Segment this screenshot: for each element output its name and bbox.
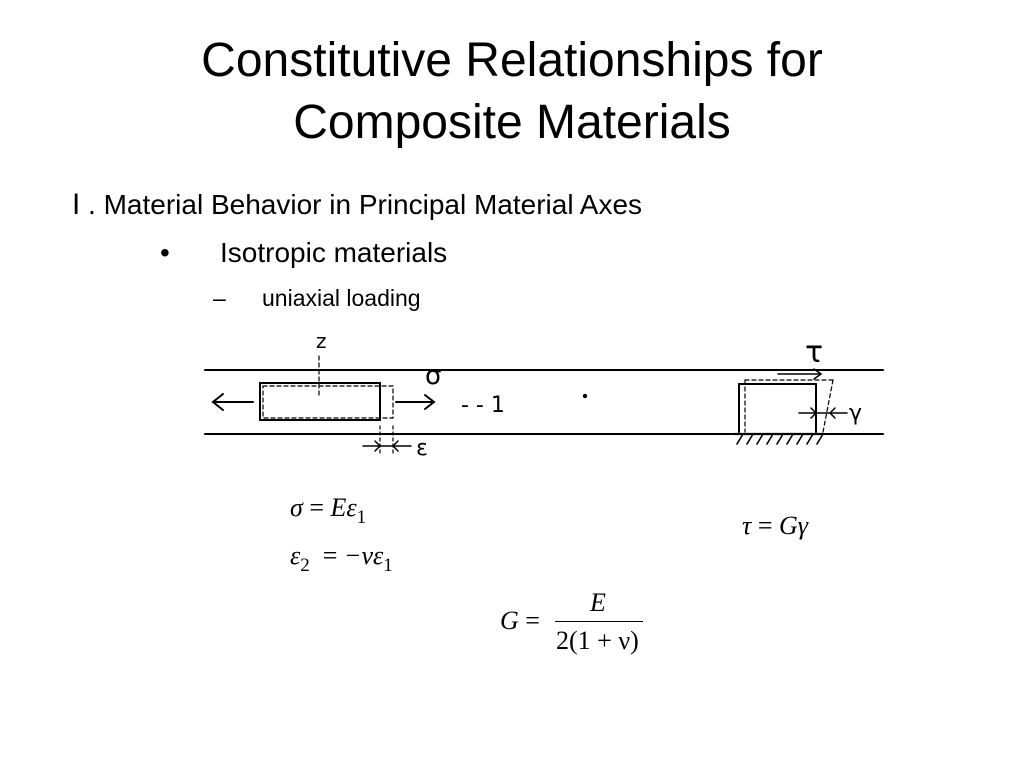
outline-level-2: • Isotropic materials — [160, 237, 447, 269]
title-line-1: Constitutive Relationships for — [201, 34, 823, 87]
equation-shear-modulus: G = E 2(1 + ν) — [500, 588, 660, 668]
sheared-edge — [822, 379, 834, 433]
right-arrow-icon — [424, 394, 436, 410]
tau-arrow-icon — [813, 368, 823, 380]
bullet-dot: • — [160, 237, 170, 268]
deformed-element-box — [262, 385, 394, 419]
tau-label: τ — [805, 335, 823, 370]
axis-1-label: - - 1 — [461, 393, 505, 418]
title-line-2: Composite Materials — [293, 96, 731, 149]
slide-title: Constitutive Relationships for Composite… — [0, 30, 1024, 154]
epsilon-label: ε — [416, 436, 428, 461]
eq4-numerator: E — [590, 588, 606, 617]
ground-hatch — [736, 433, 824, 445]
outline-level-2-text: Isotropic materials — [220, 237, 448, 268]
eq4-lhs: G = — [500, 606, 540, 635]
outline-level-1: Ⅰ . Material Behavior in Principal Mater… — [72, 189, 643, 220]
loading-sketch: z σ - - 1 ε τ γ — [204, 329, 884, 461]
outline-level-3-text: uniaxial loading — [262, 285, 421, 311]
left-arrow-icon — [211, 393, 224, 411]
sigma-label: σ — [425, 361, 441, 391]
equation-shear: τ = Gγ — [742, 511, 809, 540]
bullet-dash: – — [213, 285, 226, 311]
eq4-fraction-bar — [555, 621, 643, 622]
outline-level-3: – uniaxial loading — [213, 285, 421, 312]
z-axis-label: z — [316, 329, 327, 353]
equation-poisson: ε2 = −νε1 — [290, 541, 393, 576]
eq4-denominator: 2(1 + ν) — [556, 626, 639, 655]
equation-stress-strain: σ = Eε1 — [290, 493, 367, 528]
gamma-label: γ — [849, 401, 862, 426]
element-box — [259, 382, 381, 421]
